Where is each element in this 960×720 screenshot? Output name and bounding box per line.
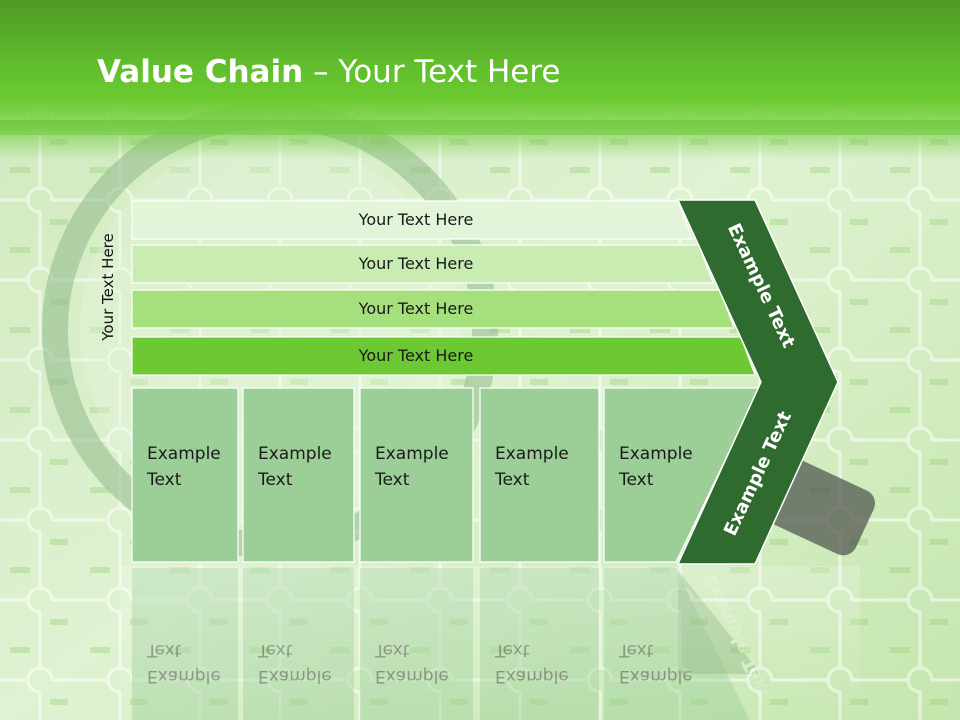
bar-shape[interactable] — [131, 336, 756, 376]
title-bold: Value Chain — [97, 54, 304, 90]
title-rest: – Your Text Here — [303, 54, 561, 90]
column-label-line2: Text — [494, 470, 530, 490]
column-label-line2: Text — [618, 470, 654, 490]
column-shape[interactable] — [242, 387, 355, 563]
bar-1[interactable]: Your Text Here — [131, 200, 693, 240]
column-shape[interactable] — [359, 387, 474, 563]
column-shape[interactable] — [479, 387, 600, 563]
column-label-line1: Example — [495, 444, 569, 464]
bar-label: Your Text Here — [358, 210, 474, 229]
header-fade — [0, 120, 960, 160]
column-label-line1: Example — [147, 444, 221, 464]
bar-shape[interactable] — [131, 200, 693, 240]
chevron-shape[interactable] — [676, 199, 839, 565]
column-shape[interactable] — [131, 387, 239, 563]
bar-shape[interactable] — [131, 289, 735, 329]
slide-title: Value Chain – Your Text Here — [97, 54, 560, 90]
column-label-line2: Text — [146, 470, 182, 490]
column-label-line1: Example — [375, 444, 449, 464]
column-label-line2: Text — [257, 470, 293, 490]
column-label-line1: Example — [258, 444, 332, 464]
bar-4[interactable]: Your Text Here — [131, 336, 756, 376]
bar-label: Your Text Here — [358, 299, 474, 318]
bar-3[interactable]: Your Text Here — [131, 289, 735, 329]
column-shape[interactable] — [603, 387, 761, 563]
bar-2[interactable]: Your Text Here — [131, 244, 714, 284]
bar-label: Your Text Here — [358, 346, 474, 365]
bar-label: Your Text Here — [358, 254, 474, 273]
bar-shape[interactable] — [131, 244, 714, 284]
reflection-fade — [120, 566, 860, 720]
header-band — [0, 0, 960, 135]
column-label-line2: Text — [374, 470, 410, 490]
column-label-line1: Example — [619, 444, 693, 464]
